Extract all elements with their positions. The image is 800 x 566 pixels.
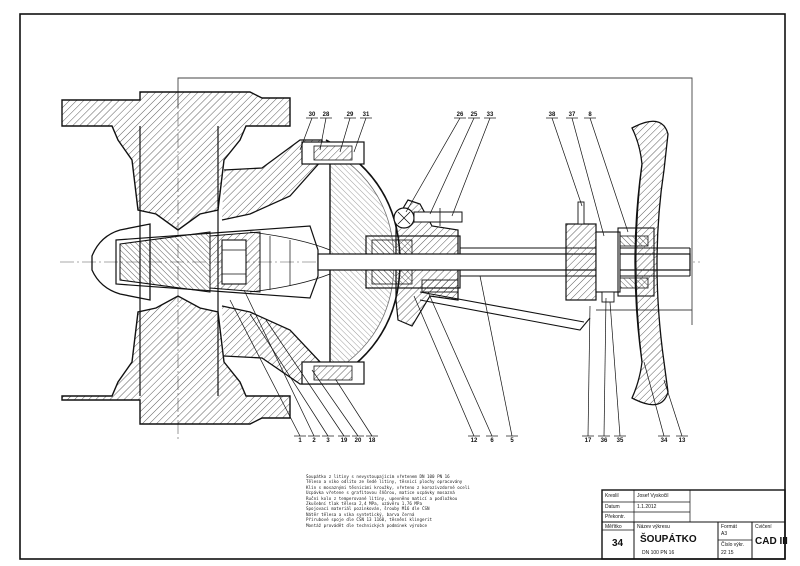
drawing-number: 34: [612, 538, 624, 549]
callout-number: 20: [355, 438, 362, 444]
callout-number: 6: [490, 438, 494, 444]
callout-number: 12: [471, 438, 478, 444]
drawing-no-label: Číslo výkr.: [721, 542, 745, 548]
callout-number: 3: [326, 438, 330, 444]
note-line: Montáž provádět dle technických podmínek…: [306, 522, 428, 528]
callout-number: 5: [510, 438, 514, 444]
sheet-border: [19, 13, 786, 560]
callout-number: 29: [347, 112, 354, 118]
title-block: [601, 489, 786, 560]
leader-lines-bottom: [229, 275, 683, 437]
callout-number: 36: [601, 438, 608, 444]
callout-number: 13: [679, 438, 686, 444]
drawn-by-label: Kreslil: [605, 493, 619, 499]
callout-number: 18: [369, 438, 376, 444]
drawing-title: ŠOUPÁTKO: [640, 534, 697, 545]
callout-number: 17: [585, 438, 592, 444]
callout-number: 19: [341, 438, 348, 444]
callout-number: 35: [617, 438, 624, 444]
leader-lines-top: [299, 117, 629, 237]
drawing-no-value: 22 15: [721, 550, 734, 556]
note-line: Těleso a víko odlito ze šedé litiny, těs…: [306, 479, 463, 485]
note-line: Ruční kolo z temperované litiny, upevněn…: [306, 495, 458, 501]
date-label: Datum: [605, 504, 620, 510]
note-line: Zkušební tlak tělesa 2,4 MPa, uzávěru 1,…: [306, 501, 422, 507]
format-value: A3: [721, 531, 728, 537]
handwheel-rim: [631, 120, 669, 406]
callout-number: 1: [298, 438, 302, 444]
valve-body: [61, 91, 323, 425]
date-value: 1.1.2012: [637, 504, 657, 510]
handwheel-hub: [565, 201, 655, 303]
callout-number: 31: [363, 112, 370, 118]
callout-number: 33: [487, 112, 494, 118]
callout-number: 37: [569, 112, 576, 118]
note-line: Klín s mosaznými těsnicími kroužky, vřet…: [306, 484, 470, 490]
scale-label: Měřítko: [605, 524, 622, 530]
callout-number: 8: [588, 112, 592, 118]
note-line: Ucpávka vřetene s grafitovou šňůrou, mat…: [306, 490, 455, 496]
note-line: Spojovací materiál pozinkován, šrouby M1…: [306, 506, 430, 512]
callout-number: 2: [312, 438, 316, 444]
callout-number: 26: [457, 112, 464, 118]
callout-numbers-top: 30 28 29 31 26 25 33 38 37 8: [306, 112, 596, 119]
callout-number: 28: [323, 112, 330, 118]
callout-number: 38: [549, 112, 556, 118]
checked-label: Překontr.: [605, 514, 626, 520]
callout-number: 30: [309, 112, 316, 118]
course-label: Cvičení: [755, 524, 772, 530]
callout-number: 34: [661, 438, 668, 444]
note-line: Přírubové spoje dle ČSN 13 1160, těsnění…: [306, 517, 433, 523]
drawn-by-value: Josef Vyskočil: [637, 493, 669, 499]
technical-notes: Šoupátko z litiny s nevystoupajícím vřet…: [306, 474, 506, 528]
format-label: Formát: [721, 524, 737, 530]
note-line: Nátěr tělesa a víka syntetický, barva če…: [306, 511, 415, 517]
wedge: [115, 225, 319, 299]
drawing-subtitle: DN 100 PN 16: [642, 550, 675, 556]
course-value: CAD III: [755, 536, 788, 547]
yoke: [419, 291, 591, 331]
callout-number: 25: [471, 112, 478, 118]
drawing-name-label: Název výkresu: [637, 524, 670, 530]
note-line: Šoupátko z litiny s nevystoupajícím vřet…: [306, 474, 450, 479]
